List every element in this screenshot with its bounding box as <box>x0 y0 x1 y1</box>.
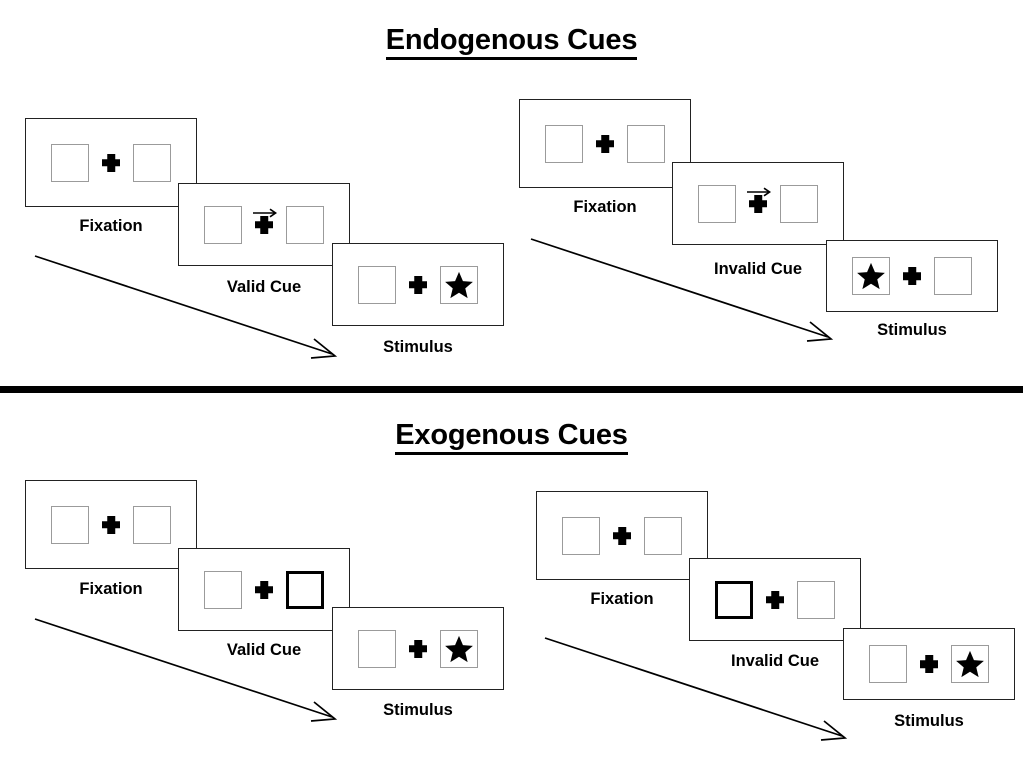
frame-content <box>204 205 324 244</box>
timeline-arrow-endogenous-invalid <box>530 238 834 342</box>
stimulus-box-right <box>934 257 972 295</box>
stimulus-box-left-with-target <box>852 257 890 295</box>
frame-endogenous-invalid-cue <box>672 162 844 245</box>
frame-content <box>51 143 171 182</box>
fixation-cross-icon <box>736 185 780 223</box>
frame-endogenous-valid-fixation <box>25 118 197 207</box>
stimulus-box-right <box>644 516 682 555</box>
caption-exogenous-valid-fixation: Fixation <box>79 580 143 598</box>
stimulus-box-right <box>780 184 818 223</box>
fixation-cross-icon <box>396 630 440 668</box>
fixation-cross-icon <box>583 125 627 163</box>
frame-exogenous-invalid-cue <box>689 558 861 641</box>
caption-endogenous-invalid-fixation: Fixation <box>573 198 637 216</box>
frame-endogenous-valid-cue <box>178 183 350 266</box>
section-title-exogenous-text: Exogenous Cues <box>395 419 628 455</box>
section-divider <box>0 386 1023 393</box>
frame-content <box>562 516 682 555</box>
fixation-cross-icon <box>396 266 440 304</box>
caption-endogenous-valid-stimulus: Stimulus <box>383 338 453 356</box>
frame-exogenous-valid-cue <box>178 548 350 631</box>
star-target-icon <box>445 271 473 298</box>
stimulus-box-right <box>133 143 171 182</box>
caption-exogenous-invalid-fixation: Fixation <box>590 590 654 608</box>
frame-content <box>545 124 665 163</box>
stimulus-box-right-with-target <box>440 629 478 668</box>
stimulus-box-left <box>869 645 907 683</box>
stimulus-box-left <box>545 124 583 163</box>
fixation-cross-icon <box>907 645 951 683</box>
frame-exogenous-invalid-stimulus <box>843 628 1015 700</box>
frame-endogenous-invalid-fixation <box>519 99 691 188</box>
timeline-arrow-endogenous-valid <box>34 255 338 359</box>
stimulus-box-right <box>286 205 324 244</box>
stimulus-box-right-cued <box>286 570 324 609</box>
stimulus-box-left <box>358 629 396 668</box>
frame-content <box>358 265 478 304</box>
fixation-cross-icon <box>600 517 644 555</box>
stimulus-box-left <box>562 516 600 555</box>
arrow-right-cue-icon <box>253 208 278 217</box>
stimulus-box-right-with-target <box>440 265 478 304</box>
caption-endogenous-invalid-stimulus: Stimulus <box>877 321 947 339</box>
stimulus-box-right <box>133 505 171 544</box>
stimulus-box-left <box>51 143 89 182</box>
frame-exogenous-valid-fixation <box>25 480 197 569</box>
stimulus-box-right <box>627 124 665 163</box>
stimulus-box-left <box>51 505 89 544</box>
stimulus-box-right-with-target <box>951 645 989 683</box>
frame-content <box>698 184 818 223</box>
star-target-icon <box>956 650 984 678</box>
timeline-arrow-exogenous-invalid <box>544 637 848 741</box>
fixation-cross-icon <box>242 571 286 609</box>
stimulus-box-left <box>204 205 242 244</box>
frame-exogenous-valid-stimulus <box>332 607 504 690</box>
stimulus-box-left <box>204 570 242 609</box>
stimulus-box-left <box>698 184 736 223</box>
section-title-endogenous: Endogenous Cues <box>0 24 1023 60</box>
frame-content <box>715 580 835 619</box>
fixation-cross-icon <box>89 144 133 182</box>
fixation-cross-icon <box>242 206 286 244</box>
section-title-exogenous: Exogenous Cues <box>0 419 1023 455</box>
frame-content <box>51 505 171 544</box>
caption-exogenous-valid-cue: Valid Cue <box>226 641 302 659</box>
caption-endogenous-invalid-cue: Invalid Cue <box>713 260 803 278</box>
star-target-icon <box>445 635 473 662</box>
section-title-endogenous-text: Endogenous Cues <box>385 24 637 60</box>
arrow-right-cue-icon <box>747 187 772 196</box>
frame-exogenous-invalid-fixation <box>536 491 708 580</box>
stimulus-box-right <box>797 580 835 619</box>
fixation-cross-icon <box>753 581 797 619</box>
caption-exogenous-valid-stimulus: Stimulus <box>383 701 453 719</box>
frame-content <box>852 257 972 295</box>
frame-content <box>869 645 989 683</box>
frame-endogenous-invalid-stimulus <box>826 240 998 312</box>
stimulus-box-left <box>358 265 396 304</box>
caption-endogenous-valid-cue: Valid Cue <box>226 278 302 296</box>
star-target-icon <box>857 262 885 290</box>
frame-content <box>358 629 478 668</box>
fixation-cross-icon <box>89 506 133 544</box>
frame-content <box>204 570 324 609</box>
fixation-cross-icon <box>890 257 934 295</box>
caption-exogenous-invalid-stimulus: Stimulus <box>894 712 964 730</box>
caption-endogenous-valid-fixation: Fixation <box>79 217 143 235</box>
stimulus-box-left-cued <box>715 580 753 619</box>
frame-endogenous-valid-stimulus <box>332 243 504 326</box>
caption-exogenous-invalid-cue: Invalid Cue <box>730 652 820 670</box>
